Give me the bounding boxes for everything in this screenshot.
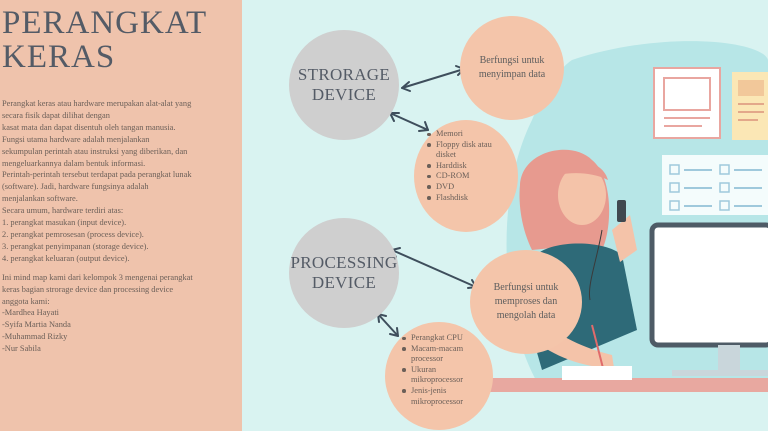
list-item: Memori	[427, 129, 492, 140]
list-item: Perangkat CPU	[402, 333, 463, 344]
processing-function-node: Berfungsi untuk memproses dan mengolah d…	[470, 250, 582, 354]
paragraph-line: kasat mata dan dapat disentuh oleh tanga…	[2, 122, 176, 132]
processing-list-node	[385, 322, 493, 430]
list-item: Flashdisk	[427, 193, 492, 204]
list-item-continued: processor	[402, 354, 463, 365]
processing-function-line-2: memproses dan	[494, 296, 558, 307]
computer-monitor	[649, 222, 768, 376]
paragraph-line: Fungsi utama hardware adalah menjalankan	[2, 134, 150, 144]
title-line-2: KERAS	[2, 39, 116, 75]
list-item: Jenis-jenis	[402, 386, 463, 397]
paper-sheet	[562, 366, 632, 380]
paragraph-line: sekumpulan perintah atau instruksi yang …	[2, 146, 188, 156]
pen	[591, 324, 605, 373]
processing-items-list: Perangkat CPU Macam-macam processor Ukur…	[402, 333, 463, 407]
phone-arm	[612, 215, 637, 262]
storage-label-line-2: DEVICE	[311, 85, 377, 104]
list-item-text: disket	[436, 150, 457, 160]
arrowhead	[389, 112, 429, 132]
member-name: -Mardhea Hayati	[2, 308, 59, 318]
mindmap-scene: STRORAGE DEVICE Berfungsi untuk menyimpa…	[242, 0, 768, 431]
paragraph-line: 1. perangkat masukan (input device).	[2, 218, 127, 228]
list-item: Macam-macam	[402, 344, 463, 355]
hair-front	[558, 161, 608, 180]
face	[558, 165, 606, 225]
list-item: CD-ROM	[427, 171, 492, 182]
list-item-text: mikroprocessor	[411, 396, 464, 406]
processing-function-line-1: Berfungsi untuk	[493, 282, 559, 293]
arrow-storage-list	[389, 112, 429, 131]
paragraph-line: (software). Jadi, hardware fungsinya ada…	[2, 182, 149, 192]
arrowhead	[401, 65, 465, 92]
list-item-continued: disket	[427, 150, 492, 161]
title-line-1: PERANGKAT	[2, 5, 208, 41]
storage-label-line-1: STRORAGE	[297, 65, 391, 84]
list-item-continued: mikroprocessor	[402, 375, 463, 386]
storage-function-line-2: menyimpan data	[478, 69, 546, 80]
storage-device-node: STRORAGE DEVICE	[289, 30, 399, 140]
group-line: anggota kami:	[2, 296, 50, 306]
list-item: Ukuran	[402, 365, 463, 376]
processing-function-line-3: mengolah data	[496, 310, 556, 321]
storage-function-line-1: Berfungsi untuk	[479, 55, 545, 66]
processing-label-line-2: DEVICE	[311, 273, 377, 292]
list-item-text: mikroprocessor	[411, 375, 464, 385]
checklist-board	[662, 155, 768, 215]
arrow-processing-function	[391, 249, 477, 288]
processing-device-node: PROCESSING DEVICE	[289, 218, 399, 328]
page-title: PERANGKAT KERAS	[2, 6, 207, 74]
paragraph-line: menjalankan software.	[2, 194, 78, 204]
arrow-storage-function	[401, 68, 465, 89]
left-panel: PERANGKAT KERAS Perangkat keras atau har…	[0, 0, 242, 431]
paragraph-line: 4. perangkat keluaran (output device).	[2, 253, 130, 263]
list-item: Floppy disk atau	[427, 140, 492, 151]
list-item-continued: mikroprocessor	[402, 397, 463, 408]
storage-list-node	[414, 120, 518, 232]
member-name: -Muhammad Rizky	[2, 332, 68, 342]
paragraph-line: Secara umum, hardware terdiri atas:	[2, 206, 124, 216]
paragraph-line: mengeluarkannya dalam bentuk informasi.	[2, 158, 146, 168]
member-name: -Nur Sabila	[2, 344, 41, 354]
earphone-wire	[588, 229, 603, 301]
arrow-processing-list	[377, 313, 399, 337]
wall-chart-2	[732, 72, 768, 140]
paragraph-line: Perangkat keras atau hardware merupakan …	[2, 99, 192, 108]
processing-label-line-1: PROCESSING	[290, 253, 398, 272]
paragraph-line: 2. perangkat pemrosesan (process device)…	[2, 229, 144, 239]
list-item: Harddisk	[427, 161, 492, 172]
storage-function-node: Berfungsi untuk menyimpan data	[460, 16, 564, 120]
arrowhead	[377, 313, 399, 337]
connector-arrows	[377, 65, 477, 337]
wall-chart-1	[653, 67, 721, 139]
storage-items-list: Memori Floppy disk atau disket Harddisk …	[427, 129, 492, 203]
group-line: Ini mind map kami dari kelompok 3 mengen…	[2, 272, 193, 282]
description-text: Perangkat keras atau hardware merupakan …	[2, 98, 238, 355]
desk	[482, 378, 768, 392]
paragraph-line: secara fisik dapat dilihat dengan	[2, 110, 110, 120]
list-item-text: processor	[411, 354, 444, 364]
member-name: -Syifa Martia Nanda	[2, 320, 71, 330]
paragraph-line: Perintah-perintah tersebut terdapat pada…	[2, 170, 192, 180]
group-line: keras bagian strorage device dan process…	[2, 284, 174, 294]
paragraph-line: 3. perangkat penyimpanan (storage device…	[2, 241, 149, 251]
list-item: DVD	[427, 182, 492, 193]
phone	[617, 200, 626, 222]
